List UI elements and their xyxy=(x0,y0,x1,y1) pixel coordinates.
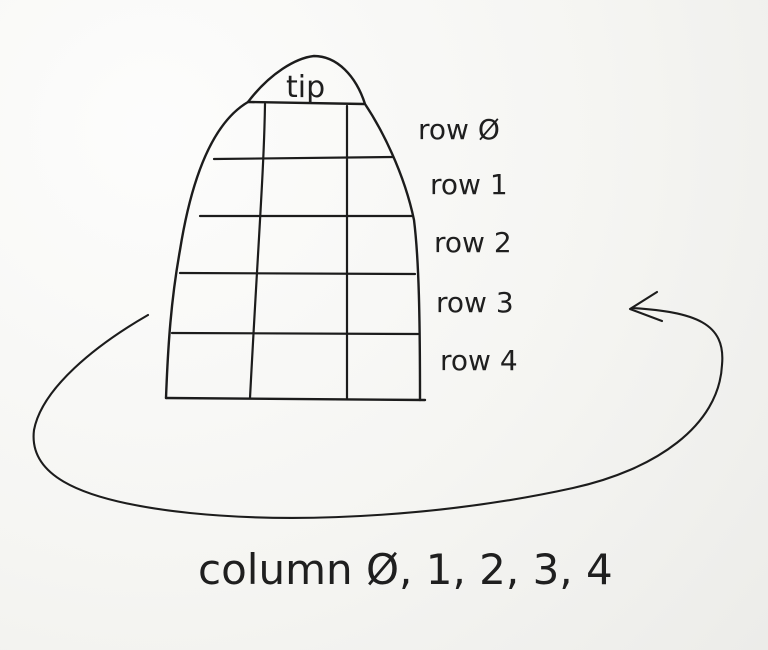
grid-line-h-3 xyxy=(178,271,417,276)
tip-cap-line xyxy=(246,100,366,106)
arrowhead xyxy=(628,290,664,323)
row-label-3: row 3 xyxy=(436,286,514,319)
row-label-0: row Ø xyxy=(418,113,500,146)
row-label-4: row 4 xyxy=(440,344,518,377)
column-loop-arrow xyxy=(32,306,724,519)
grid-line-h-1 xyxy=(212,155,395,161)
grid-line-h-4 xyxy=(170,331,420,336)
row-label-1: row 1 xyxy=(430,168,508,201)
grid-line-v-1 xyxy=(248,102,267,400)
column-label: column Ø, 1, 2, 3, 4 xyxy=(198,545,613,594)
row-label-2: row 2 xyxy=(434,226,512,259)
grid-line-h-5 xyxy=(164,396,427,402)
hat-outline xyxy=(164,54,422,402)
tip-label: tip xyxy=(286,70,325,105)
